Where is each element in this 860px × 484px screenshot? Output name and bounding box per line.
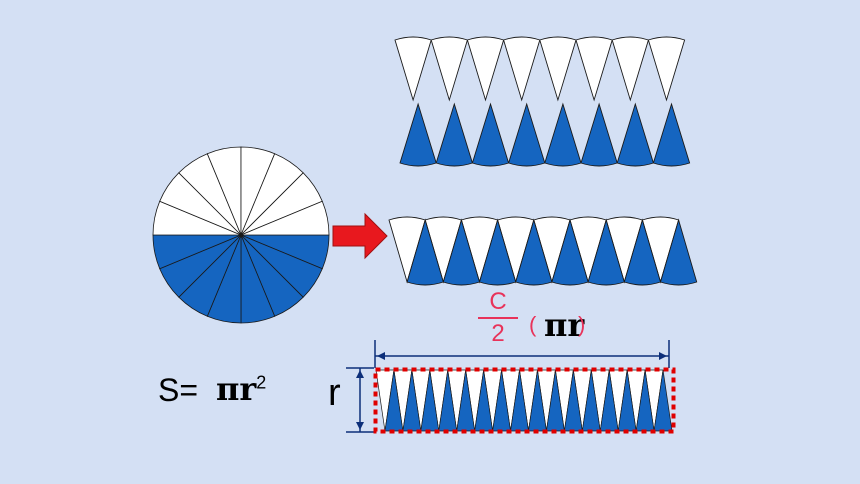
blue-wedge (508, 102, 546, 167)
blue-wedge (616, 102, 654, 167)
rectangle-wedges (375, 369, 673, 432)
white-wedge (647, 36, 686, 102)
fraction-denominator: 2 (491, 320, 505, 347)
rectangle-outline (373, 367, 676, 434)
blue-wedge (471, 102, 510, 167)
height-dimension-line (346, 367, 374, 433)
white-wedge (394, 36, 432, 102)
white-wedge (611, 36, 649, 102)
blue-wedge (652, 102, 691, 167)
white-wedge (575, 36, 613, 102)
paren-open: ( (529, 312, 537, 337)
area-formula-exponent: 2 (256, 372, 267, 393)
white-wedge (466, 36, 505, 102)
divided-circle (152, 146, 330, 324)
blue-wedge (399, 102, 437, 167)
height-label-r: r (328, 372, 341, 414)
white-wedges-row (394, 36, 686, 102)
area-formula-lhs: S= (158, 372, 199, 408)
area-formula-rhs: πr2 (216, 370, 266, 408)
pi-r-label: πr (544, 306, 585, 344)
blue-wedge (435, 102, 473, 167)
area-formula-pi-r: πr (216, 370, 257, 408)
blue-wedge (544, 102, 582, 167)
width-dimension-line (374, 340, 670, 368)
circle-sector (240, 200, 330, 236)
right-arrow-icon (332, 212, 388, 260)
interlocked-wedges-row (388, 216, 698, 286)
blue-wedge (580, 102, 618, 167)
white-wedge (539, 36, 577, 102)
paren-close: ) (578, 312, 586, 337)
white-wedge (430, 36, 468, 102)
white-wedge (503, 36, 541, 102)
blue-wedge (659, 218, 698, 286)
fraction-numerator: C (489, 288, 507, 315)
blue-wedges-row (399, 102, 691, 167)
fraction-bar (478, 317, 518, 319)
